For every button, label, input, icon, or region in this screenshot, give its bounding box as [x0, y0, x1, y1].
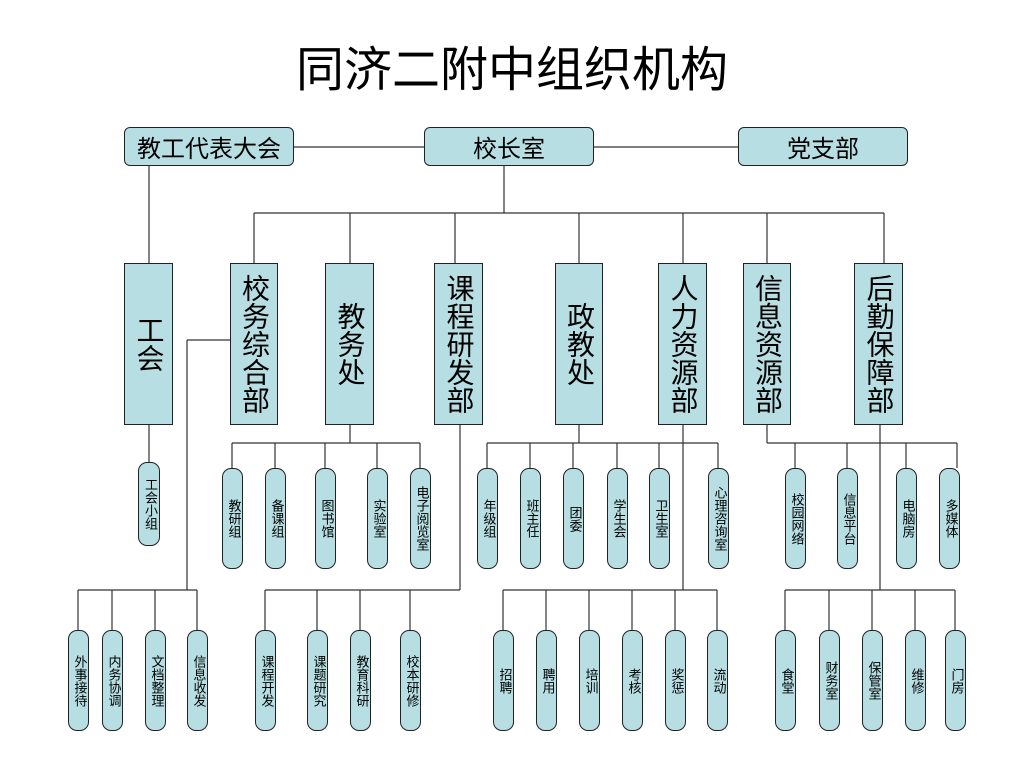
unit-e-reading-room: 电子阅览室 [410, 468, 431, 569]
unit-mobility: 流动 [707, 630, 728, 731]
unit-library: 图书馆 [315, 468, 336, 569]
unit-employment: 聘用 [536, 630, 557, 731]
unit-rewards-penalties: 奖惩 [665, 630, 686, 731]
unit-topic-research: 课题研究 [307, 630, 328, 731]
unit-student-union: 学生会 [607, 468, 628, 569]
unit-class-teacher: 班主任 [520, 468, 541, 569]
dept-political-edu: 政教处 [555, 263, 603, 425]
unit-info-platform: 信息平台 [837, 468, 858, 569]
unit-school-training: 校本研修 [400, 630, 421, 731]
unit-course-development: 课程开发 [255, 630, 276, 731]
chart-title: 同济二附中组织机构 [295, 42, 728, 98]
node-principal-office: 校长室 [424, 127, 594, 166]
unit-storage-room: 保管室 [862, 630, 883, 731]
unit-grade-group: 年级组 [477, 468, 498, 569]
unit-internal-coordination: 内务协调 [102, 630, 123, 731]
unit-clinic: 卫生室 [649, 468, 670, 569]
dept-academic-affairs: 教务处 [325, 263, 374, 425]
unit-finance-office: 财务室 [819, 630, 840, 731]
unit-union-group: 工会小组 [138, 462, 160, 546]
dept-trade-union: 工会 [124, 263, 173, 425]
unit-training: 培训 [579, 630, 600, 731]
unit-info-dispatch: 信息收发 [187, 630, 208, 731]
unit-canteen: 食堂 [775, 630, 796, 731]
unit-recruitment: 招聘 [493, 630, 514, 731]
unit-gatehouse: 门房 [945, 630, 966, 731]
unit-assessment: 考核 [622, 630, 643, 731]
unit-maintenance: 维修 [905, 630, 926, 731]
unit-foreign-reception: 外事接待 [68, 630, 89, 731]
unit-lesson-prep: 备课组 [265, 468, 286, 569]
dept-human-resources: 人力资源部 [658, 263, 707, 425]
unit-youth-league: 团委 [563, 468, 584, 569]
dept-school-affairs: 校务综合部 [230, 263, 278, 425]
unit-counseling: 心理咨询室 [708, 468, 729, 569]
unit-laboratory: 实验室 [367, 468, 388, 569]
dept-curriculum-dev: 课程研发部 [434, 263, 483, 425]
dept-logistics: 后勤保障部 [854, 263, 903, 425]
unit-campus-network: 校园网络 [785, 468, 806, 569]
node-party-branch: 党支部 [738, 127, 908, 166]
unit-computer-room: 电脑房 [896, 468, 917, 569]
unit-document-filing: 文档整理 [145, 630, 166, 731]
unit-edu-research: 教育科研 [350, 630, 371, 731]
dept-info-resources: 信息资源部 [743, 263, 791, 425]
unit-multimedia: 多媒体 [939, 468, 960, 569]
node-staff-congress: 教工代表大会 [124, 127, 294, 166]
unit-teaching-research: 教研组 [222, 468, 243, 569]
